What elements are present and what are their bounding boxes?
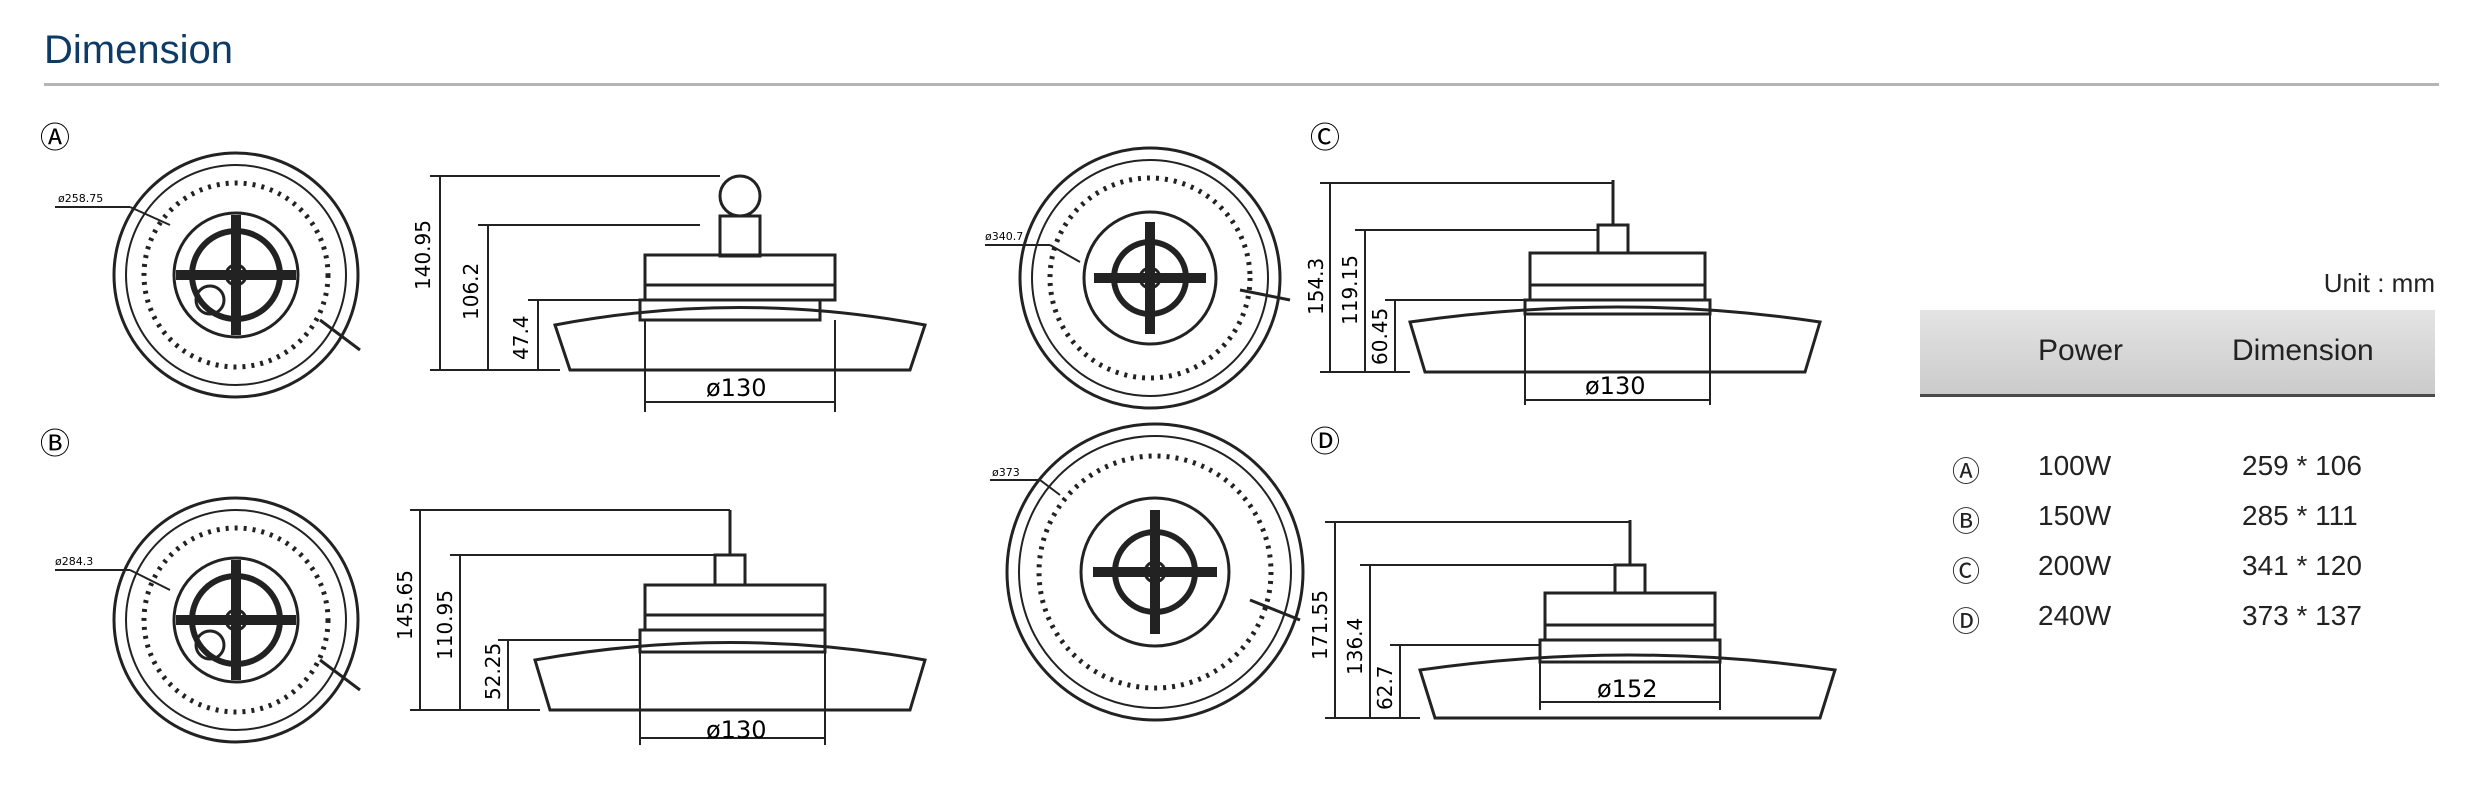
figure-c-diameter: ø340.7	[985, 230, 1023, 243]
row-power: 150W	[2038, 500, 2112, 531]
figure-d-top-view	[1005, 422, 1305, 722]
table-row: Ⓑ 150W 285 * 111	[1920, 492, 2435, 542]
figure-b-height-mid: 110.95	[433, 590, 457, 660]
figure-b-diameter: ø284.3	[55, 555, 93, 568]
figure-d-height-low: 62.7	[1373, 665, 1397, 710]
figure-c-height-total: 154.3	[1304, 258, 1328, 315]
figure-d-side-view	[1418, 520, 1837, 720]
figure-c-height-low: 60.45	[1368, 308, 1392, 365]
row-dimension: 341 * 120	[2242, 550, 2362, 581]
table-row: Ⓒ 200W 341 * 120	[1920, 542, 2435, 592]
row-label: Ⓒ	[1952, 556, 1981, 587]
figure-b-height-low: 52.25	[481, 643, 505, 700]
figure-d-diameter: ø373	[992, 466, 1020, 479]
figure-b-dimension-lines	[410, 509, 826, 745]
figure-c-height-mid: 119.15	[1338, 255, 1362, 325]
row-power: 240W	[2038, 600, 2112, 631]
row-dimension: 373 * 137	[2242, 600, 2362, 631]
table-row: Ⓓ 240W 373 * 137	[1920, 592, 2435, 642]
figure-a-height-low: 47.4	[509, 315, 533, 360]
figure-b-label: Ⓑ	[40, 427, 70, 462]
figure-a-label: Ⓐ	[40, 121, 70, 156]
figure-a-height-mid: 106.2	[459, 263, 483, 320]
header-dimension: Dimension	[2232, 334, 2374, 367]
figure-a-diameter: ø258.75	[58, 192, 103, 205]
row-label: Ⓐ	[1952, 456, 1981, 487]
unit-label: Unit : mm	[2323, 268, 2435, 298]
figure-a-height-total: 140.95	[411, 220, 435, 290]
section-title: Dimension	[44, 28, 233, 72]
figure-a-base-width: ø130	[706, 374, 767, 402]
figure-d-base-width: ø152	[1597, 675, 1658, 703]
figure-c-side-view	[1408, 180, 1822, 374]
figure-b-base-width: ø130	[706, 716, 767, 744]
figure-c-base-width: ø130	[1585, 372, 1646, 400]
figure-a-top-view	[112, 151, 361, 399]
table-row: Ⓐ 100W 259 * 106	[1920, 442, 2435, 492]
row-dimension: 285 * 111	[2242, 500, 2358, 531]
header-power: Power	[2038, 334, 2124, 367]
figure-a-dimension-lines	[430, 175, 836, 412]
table-header: Power Dimension	[1920, 310, 2435, 397]
row-power: 100W	[2038, 450, 2112, 481]
row-dimension: 259 * 106	[2242, 450, 2362, 481]
figure-d-height-total: 171.55	[1308, 590, 1332, 660]
title-divider	[44, 83, 2439, 86]
figure-b-height-total: 145.65	[393, 570, 417, 640]
figure-d-height-mid: 136.4	[1343, 618, 1367, 675]
row-power: 200W	[2038, 550, 2112, 581]
figure-c-dimension-lines	[1320, 182, 1711, 405]
figure-c-top-view	[1018, 146, 1291, 410]
row-label: Ⓓ	[1952, 606, 1981, 637]
figure-d-dimension-lines	[1325, 521, 1721, 719]
figure-a-side-view	[553, 174, 927, 372]
figure-d-label: Ⓓ	[1310, 425, 1340, 460]
figure-b-side-view	[533, 510, 927, 712]
figure-b-top-view	[112, 496, 361, 744]
row-label: Ⓑ	[1952, 506, 1981, 537]
figure-c-label: Ⓒ	[1310, 121, 1340, 156]
